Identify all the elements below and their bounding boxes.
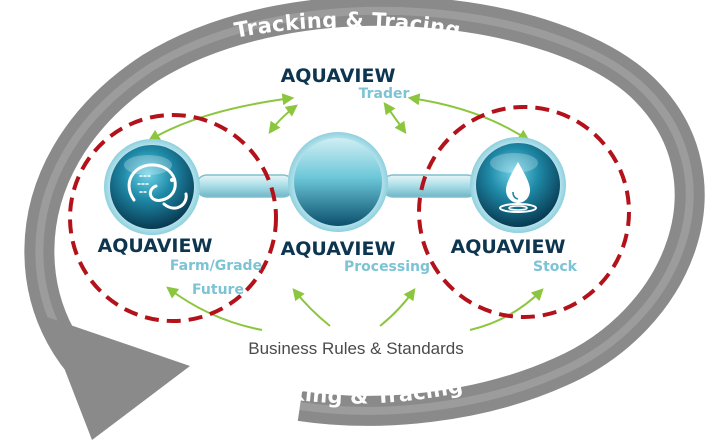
tracking-ring bbox=[24, 0, 705, 440]
arrow-trader-farm bbox=[147, 93, 295, 142]
stock-sphere bbox=[470, 137, 566, 233]
trader-brand: AQUAVIEW bbox=[281, 65, 396, 87]
arrow-trader-stock bbox=[407, 93, 530, 142]
arrow-rules-stock bbox=[469, 288, 544, 331]
stock-label: Stock bbox=[533, 259, 578, 275]
business-rules-label: Business Rules & Standards bbox=[248, 339, 463, 358]
arrow-rules-processing-left bbox=[292, 288, 331, 327]
processing-label: Processing bbox=[344, 259, 430, 275]
fish-spiral-icon bbox=[127, 163, 188, 210]
farm-label: Farm/Grade bbox=[170, 258, 262, 274]
farm-brand: AQUAVIEW bbox=[98, 235, 213, 257]
plain-sphere-icon bbox=[294, 138, 382, 226]
water-drop-icon bbox=[499, 162, 537, 213]
flow-arrows bbox=[147, 93, 544, 331]
trader-label: Trader bbox=[359, 86, 410, 102]
processing-sphere bbox=[288, 132, 388, 232]
processing-brand: AQUAVIEW bbox=[281, 238, 396, 260]
ring-arrowhead-icon bbox=[44, 316, 190, 440]
arrow-rules-processing-right bbox=[379, 288, 416, 327]
farm-highlight-circle bbox=[68, 113, 278, 323]
stock-highlight-circle bbox=[417, 105, 631, 319]
arrow-trader-processing bbox=[268, 104, 298, 134]
stock-brand: AQUAVIEW bbox=[451, 236, 566, 258]
arrow-trader-processing-right bbox=[383, 102, 407, 134]
farm-sphere bbox=[104, 139, 200, 235]
farm-label-secondary: Future bbox=[192, 282, 244, 298]
